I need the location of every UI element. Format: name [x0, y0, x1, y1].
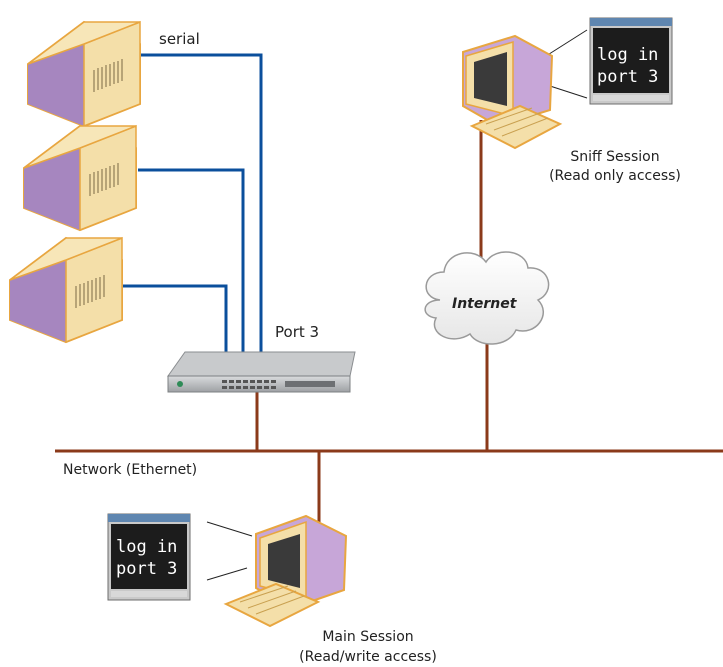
network-label: Network (Ethernet): [63, 462, 198, 478]
sniff-session-caption: Sniff Session (Read only access): [540, 148, 690, 186]
main-callout-lines: [206, 521, 253, 581]
main-computer: [223, 514, 348, 628]
server-1: [27, 20, 141, 128]
internet-label: Internet: [452, 296, 517, 312]
main-session-access: (Read/write access): [299, 649, 437, 665]
console-server: [167, 351, 356, 393]
main-terminal-line-2: port 3: [116, 559, 177, 579]
serial-cables: [123, 53, 263, 352]
sniff-terminal-window: [589, 17, 673, 105]
serial-cable-server-2: [138, 168, 245, 352]
serial-cable-server-3: [123, 284, 228, 352]
sniff-computer: [462, 34, 563, 150]
main-terminal-line-1: log in: [116, 537, 177, 557]
serial-cable-server-1: [124, 53, 263, 352]
ethernet-cables: [55, 120, 723, 535]
main-session-title: Main Session: [322, 629, 414, 645]
main-session-caption: Main Session (Read/write access): [293, 627, 443, 667]
main-terminal-window: [107, 513, 191, 601]
sniff-session-title: Sniff Session: [570, 149, 660, 165]
sniff-session-access: (Read only access): [549, 168, 681, 184]
server-2: [23, 124, 137, 232]
serial-label: serial: [159, 30, 200, 48]
sniff-terminal-line-1: log in: [597, 45, 658, 65]
port-label: Port 3: [275, 323, 320, 341]
sniff-callout-lines: [545, 29, 588, 99]
internet-cloud: [424, 251, 550, 345]
server-3: [9, 236, 123, 344]
sniff-terminal-line-2: port 3: [597, 67, 658, 87]
